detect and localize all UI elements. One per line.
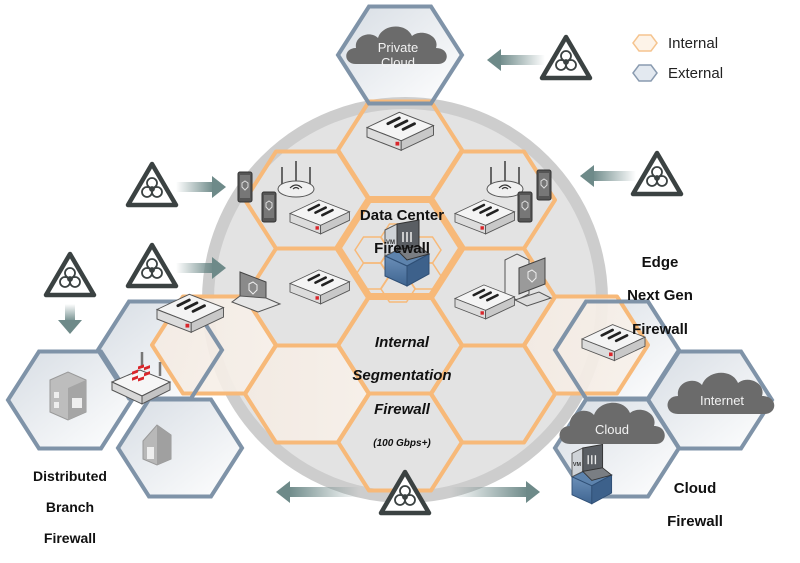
laptop-icon <box>230 271 282 313</box>
label-line: Internal <box>374 333 430 351</box>
legend-label: External <box>668 64 724 82</box>
right-phone-2-icon <box>517 191 533 223</box>
public-cloud[interactable]: Cloud <box>559 402 665 444</box>
isf-label: Internal Segmentation Firewall (100 Gbps… <box>330 318 474 466</box>
threat-bottom-left-arrow <box>276 481 360 503</box>
left-upper-fortigate-icon[interactable] <box>288 199 351 235</box>
label-line: Edge <box>641 253 679 271</box>
internet-label: Internet <box>700 393 744 408</box>
isf-speed: (100 Gbps+) <box>373 437 431 449</box>
hex-branch-home <box>118 399 242 497</box>
threat-left-lower[interactable] <box>125 242 179 289</box>
left-phone-1-icon <box>237 171 253 203</box>
threat-far-left[interactable] <box>43 251 97 298</box>
biohazard-icon <box>141 258 163 279</box>
threat-bottom-right-arrow <box>450 481 540 503</box>
branch-fortigate-icon[interactable] <box>155 293 225 334</box>
internal-hex-icon <box>632 34 658 52</box>
biohazard-icon <box>59 267 81 288</box>
legend: Internal External <box>632 28 723 88</box>
right-access-point-icon <box>486 161 524 198</box>
label-line: Data Center <box>359 206 445 224</box>
security-fabric-diagram: VM VM Private Cloud Internet Cloud <box>5 4 775 516</box>
threat-left-lower-arrow <box>176 257 226 279</box>
right-lower-fortigate-icon[interactable] <box>453 284 516 320</box>
desktop-icon <box>504 253 553 307</box>
cloud-icon <box>667 372 775 414</box>
data-center-firewall-label: Data Center Firewall <box>340 191 464 275</box>
warning-triangle-icon <box>125 242 179 289</box>
right-upper-fortigate-icon[interactable] <box>453 199 516 235</box>
label-line: Firewall <box>374 400 430 418</box>
label-line: Firewall <box>43 530 97 547</box>
data-center-vm-icon: VM <box>383 219 431 287</box>
warning-triangle-icon <box>43 251 97 298</box>
legend-item-external: External <box>632 58 723 88</box>
threat-left-upper[interactable] <box>125 161 179 208</box>
devices-layer: VM VM <box>49 111 647 505</box>
hex-branch-router-outline <box>95 299 225 401</box>
label-line: Next Gen <box>627 287 693 305</box>
edge-fortigate-icon[interactable] <box>580 324 647 362</box>
cloud-label: Cloud <box>595 422 629 437</box>
external-hex-icon <box>632 64 658 82</box>
legend-item-internal: Internal <box>632 28 723 58</box>
threat-right[interactable] <box>630 150 684 197</box>
branch-fortiwifi-icon[interactable] <box>110 352 172 405</box>
top-fortigate-icon[interactable] <box>365 111 435 152</box>
cloud-firewall-label: Cloud Firewall <box>660 464 730 548</box>
biohazard-icon <box>141 177 163 198</box>
private-cloud[interactable]: Private Cloud <box>346 26 447 70</box>
hex-private-cloud-outline <box>335 4 465 106</box>
label-line: Branch <box>45 499 95 516</box>
warning-triangle-icon <box>539 34 593 81</box>
private-cloud-label-1: Private <box>378 40 418 55</box>
internal-hex-shade <box>245 345 369 443</box>
hex-edge-outer-outline <box>552 299 682 401</box>
biohazard-icon <box>555 50 577 71</box>
branch-office-icon <box>49 371 87 421</box>
warning-triangle-icon <box>630 150 684 197</box>
internal-hex-layer <box>150 99 650 493</box>
left-lower-fortigate-icon[interactable] <box>288 269 351 305</box>
threat-left-upper-arrow <box>176 176 226 198</box>
left-access-point-icon <box>277 161 315 198</box>
internet-cloud[interactable]: Internet <box>667 372 775 414</box>
cloud-icon <box>346 26 447 64</box>
label-line: Cloud <box>673 479 717 497</box>
threats-layer <box>43 34 684 516</box>
label-line: Segmentation <box>352 367 452 385</box>
branch-home-icon <box>142 424 172 466</box>
warning-triangle-icon <box>125 161 179 208</box>
left-phone-2-icon <box>261 191 277 223</box>
cloud-vm-icon: VM <box>570 443 613 505</box>
vm-badge: VM <box>573 462 582 468</box>
threat-right-arrow <box>580 165 636 187</box>
biohazard-icon <box>394 485 416 506</box>
branch-firewall-label: Distributed Branch Firewall <box>22 453 118 563</box>
biohazard-icon <box>646 166 668 187</box>
label-line: Distributed <box>33 467 107 484</box>
internal-hex <box>522 294 650 396</box>
legend-label: Internal <box>668 34 719 52</box>
threat-top[interactable] <box>539 34 593 81</box>
edge-firewall-label: Edge Next Gen Firewall <box>615 238 705 356</box>
right-phone-1-icon <box>536 169 552 201</box>
label-line: Firewall <box>632 320 688 338</box>
threat-top-arrow <box>487 49 545 71</box>
warning-triangle-icon <box>378 469 432 516</box>
threat-far-left-arrow <box>58 304 82 334</box>
vm-badge: VM <box>386 240 395 246</box>
threat-bottom[interactable] <box>378 469 432 516</box>
label-line: Firewall <box>374 240 430 258</box>
private-cloud-label-2: Cloud <box>381 55 415 70</box>
label-line: Firewall <box>667 513 723 531</box>
cloud-icon <box>559 402 665 444</box>
